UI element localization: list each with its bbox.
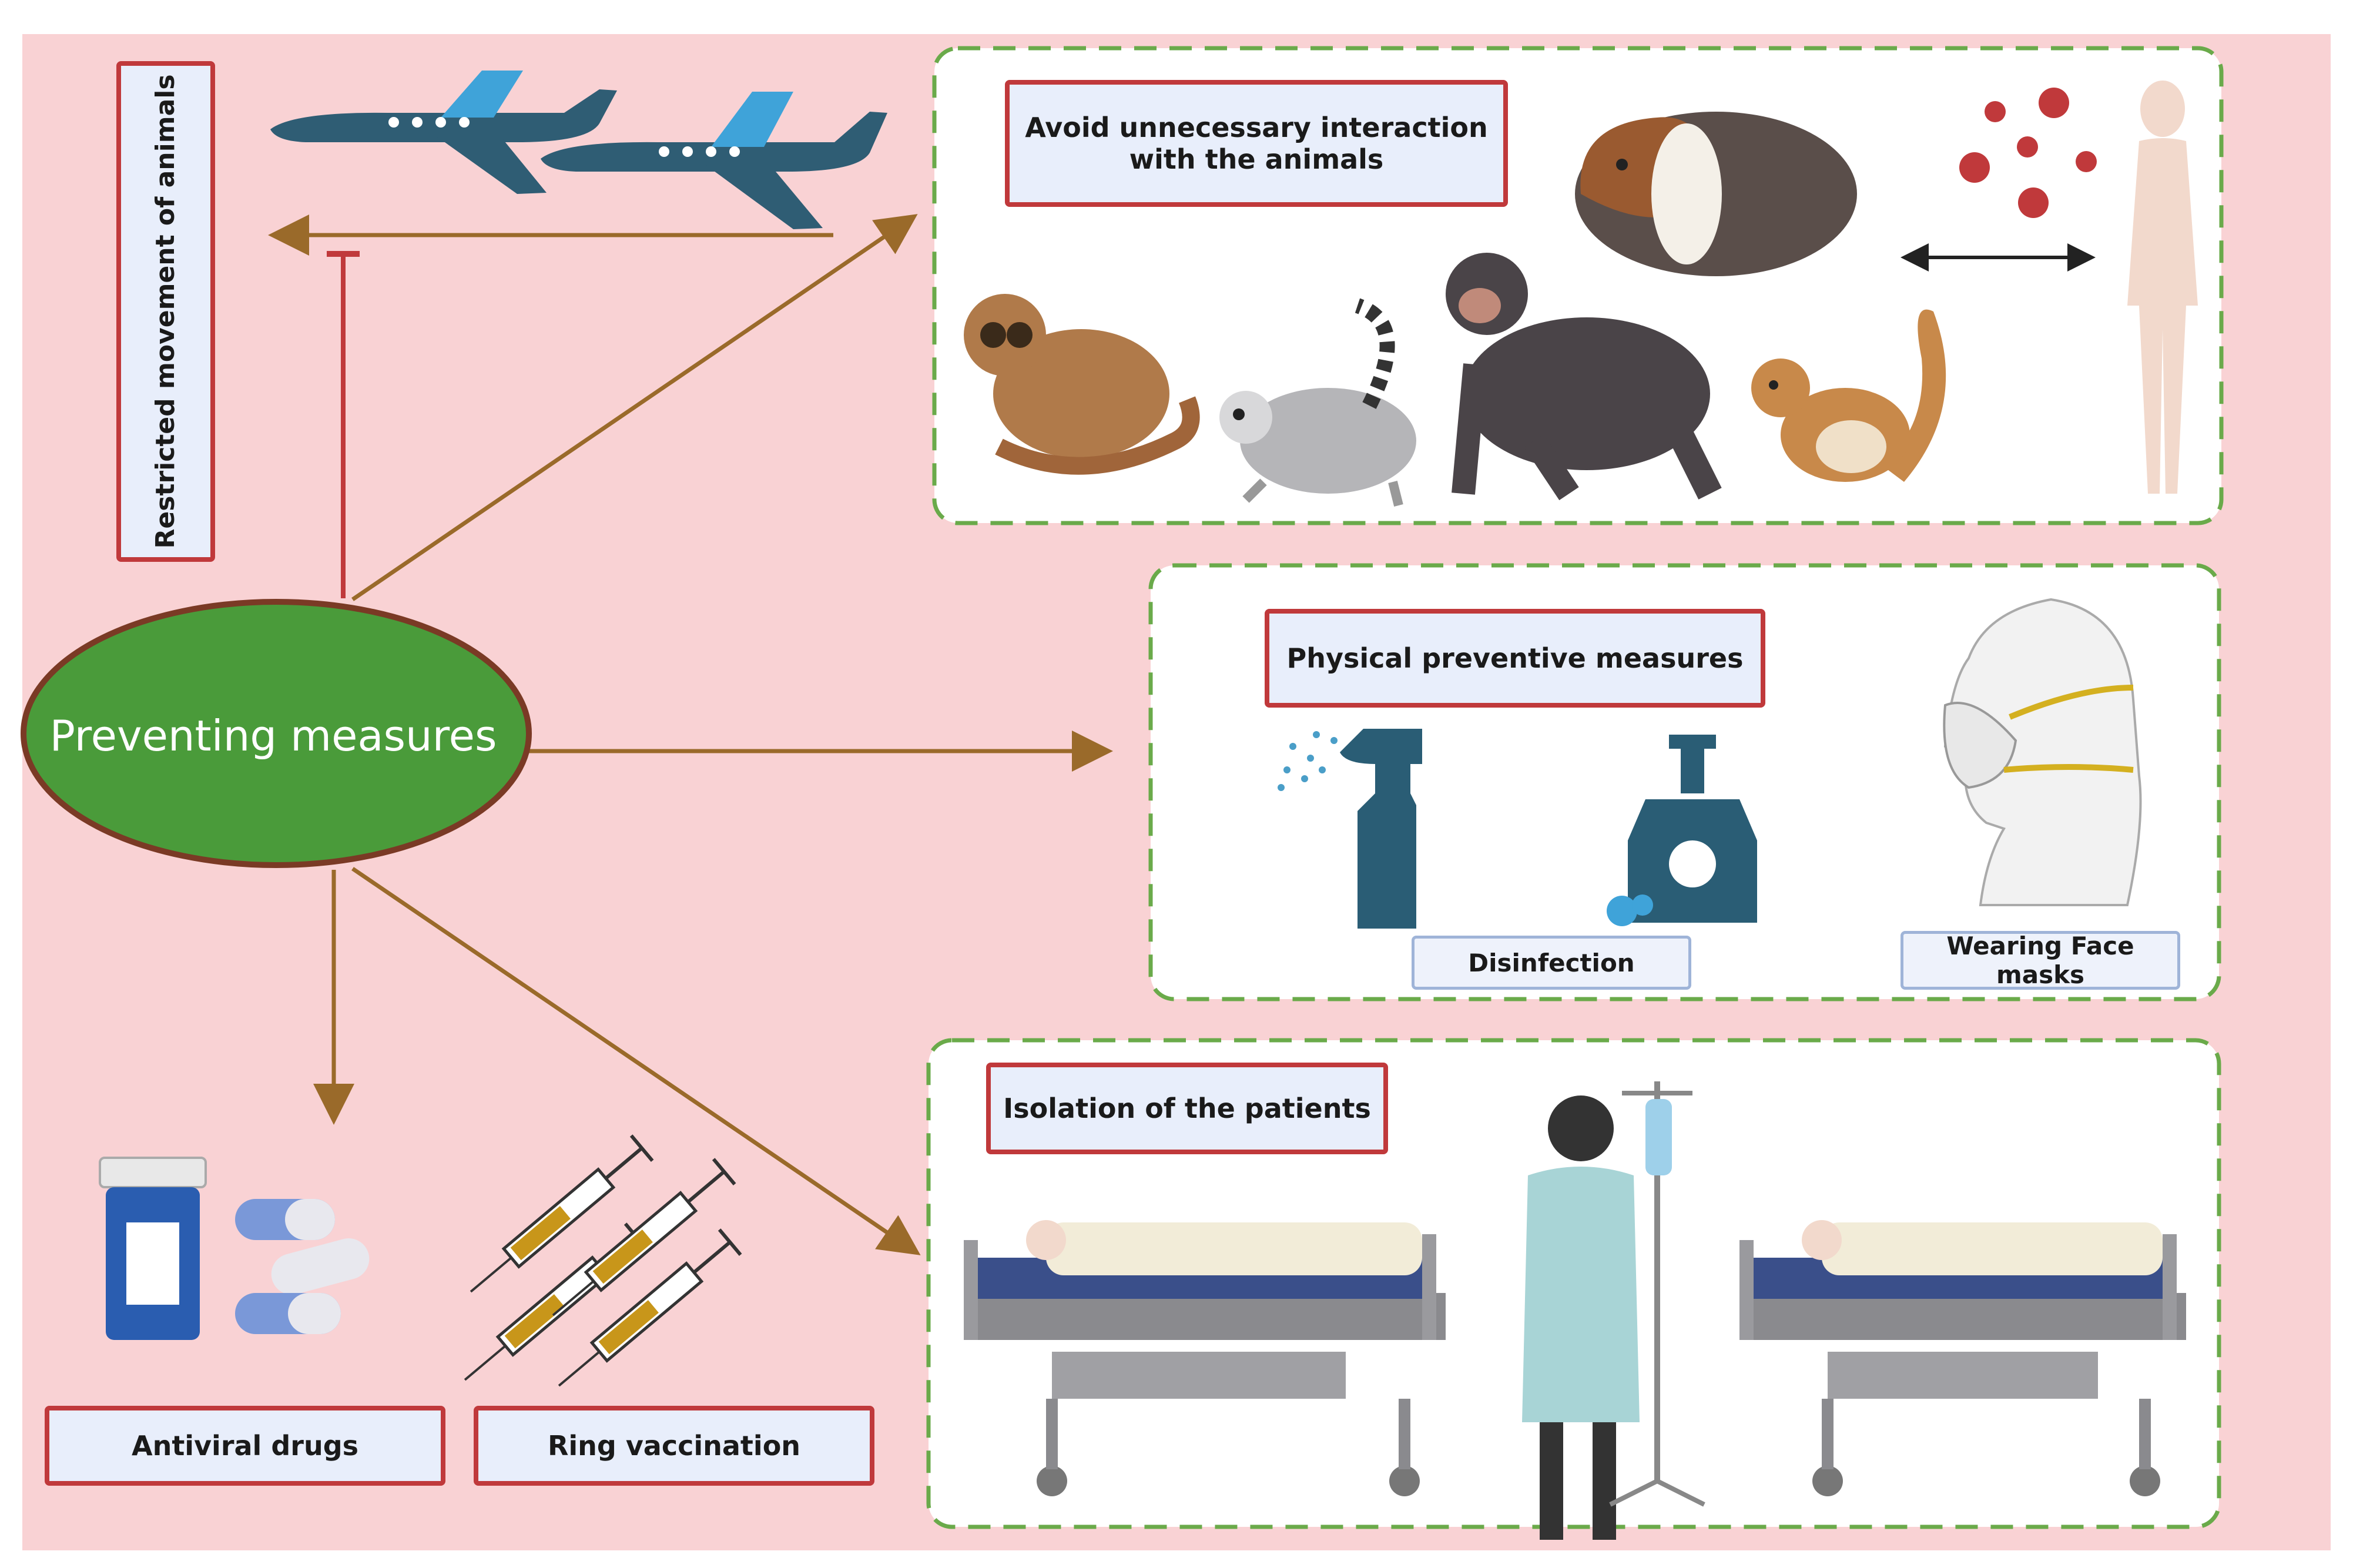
antiviral-box: Antiviral drugs xyxy=(45,1406,445,1486)
hospital-bed-icon xyxy=(964,1220,1446,1496)
human-figure-icon xyxy=(2127,81,2198,494)
arrow-to-animals xyxy=(351,214,918,601)
antiviral-label: Antiviral drugs xyxy=(131,1429,359,1462)
chimpanzee-icon xyxy=(1446,253,1722,501)
pill-bottle-icon xyxy=(99,1157,207,1340)
airplane-icon xyxy=(541,92,887,229)
hospital-bed-icon xyxy=(1739,1220,2186,1496)
center-label: Preventing measures xyxy=(49,711,497,760)
soap-dispenser-icon xyxy=(1607,735,1757,926)
isolation-box: Isolation of the patients xyxy=(986,1063,1388,1154)
iv-stand-icon xyxy=(1609,1081,1705,1507)
avoid-interaction-label-line2: with the animals xyxy=(1129,143,1384,175)
disinfection-box: Disinfection xyxy=(1412,936,1691,990)
restricted-movement-box: Restricted movement of animals xyxy=(116,61,215,562)
capsule-icon xyxy=(235,1199,370,1334)
squirrel-icon xyxy=(1751,309,1946,482)
physical-measures-label: Physical preventive measures xyxy=(1286,642,1744,674)
physical-measures-box: Physical preventive measures xyxy=(1265,609,1765,708)
arrow-to-isolation xyxy=(351,867,921,1255)
virus-icon xyxy=(1959,88,2097,218)
face-masks-label: Wearing Face masks xyxy=(1946,932,2134,989)
avoid-interaction-label-line1: Avoid unnecessary interaction xyxy=(1025,111,1488,143)
disinfection-label: Disinfection xyxy=(1468,948,1635,977)
syringe-icon xyxy=(464,1134,742,1387)
spray-bottle-icon xyxy=(1278,729,1422,929)
ring-vaccination-label: Ring vaccination xyxy=(547,1429,801,1462)
face-masks-box: Wearing Face masks xyxy=(1900,931,2180,990)
center-ellipse xyxy=(21,599,532,868)
isolation-label: Isolation of the patients xyxy=(1003,1092,1371,1124)
airplane-icon xyxy=(270,71,617,194)
lemur-icon xyxy=(1219,298,1416,507)
bush-baby-icon xyxy=(964,294,1200,475)
avoid-interaction-box: Avoid unnecessary interaction with the a… xyxy=(1005,80,1508,207)
patient-icon xyxy=(1522,1095,1640,1540)
restricted-movement-label: Restricted movement of animals xyxy=(150,74,181,549)
guinea-pig-icon xyxy=(1575,112,1857,276)
face-mask-icon xyxy=(1943,598,2142,906)
ring-vaccination-box: Ring vaccination xyxy=(474,1406,874,1486)
